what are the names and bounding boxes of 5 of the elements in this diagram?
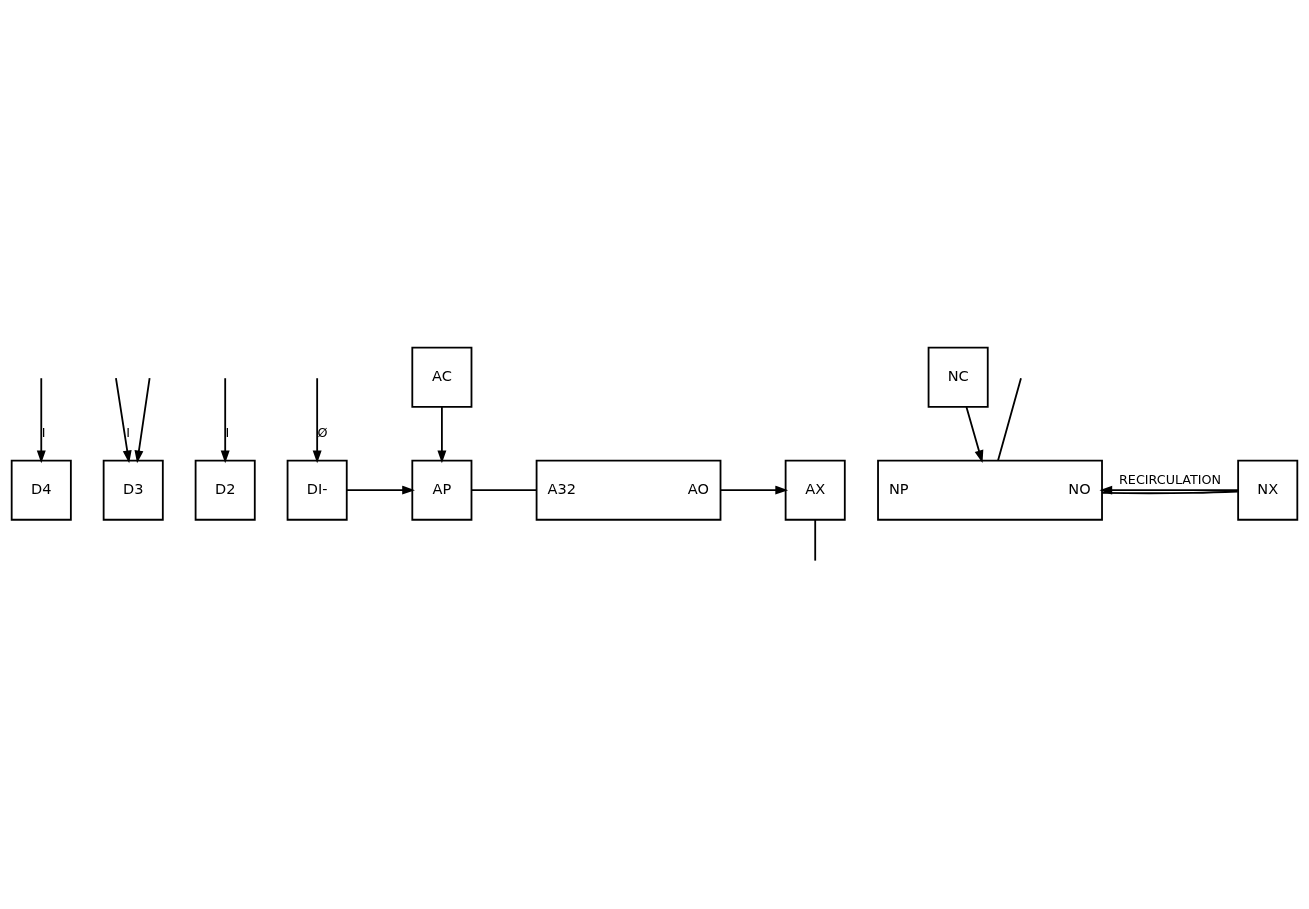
edge-label: Ø [317,425,328,441]
edge-label: I [126,425,131,441]
edge-label: I [41,425,46,441]
edge-label: RECIRCULATION [1118,471,1222,487]
edge-label: I [225,425,230,441]
